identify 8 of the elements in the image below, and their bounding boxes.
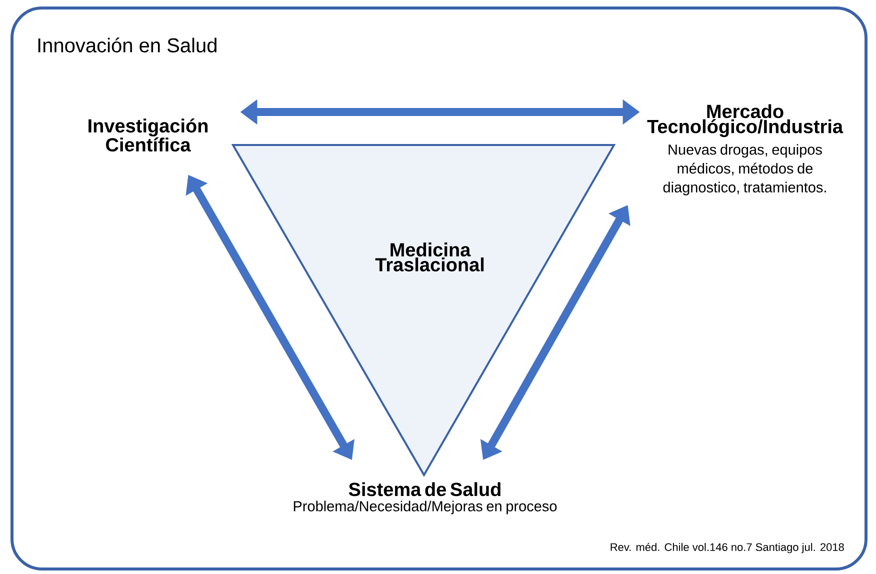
node-description: Nuevas drogas, equipos médicos, métodos de diagnostico, tratamientos. — [663, 144, 826, 196]
node-heading: Investigación Científica — [88, 118, 208, 152]
title: Innovación en Salud — [38, 38, 216, 52]
node-heading: Sistema de Salud — [348, 482, 500, 496]
node-description: Problema/Necesidad/Mejoras en proceso — [294, 500, 557, 514]
node-heading: Medicina Traslacional — [375, 242, 484, 272]
source-note: Rev. méd. Chile vol.146 no.7 Santiago jul. 2018 — [610, 542, 844, 554]
node-heading: Mercado Tecnológico/Industria — [647, 104, 844, 138]
